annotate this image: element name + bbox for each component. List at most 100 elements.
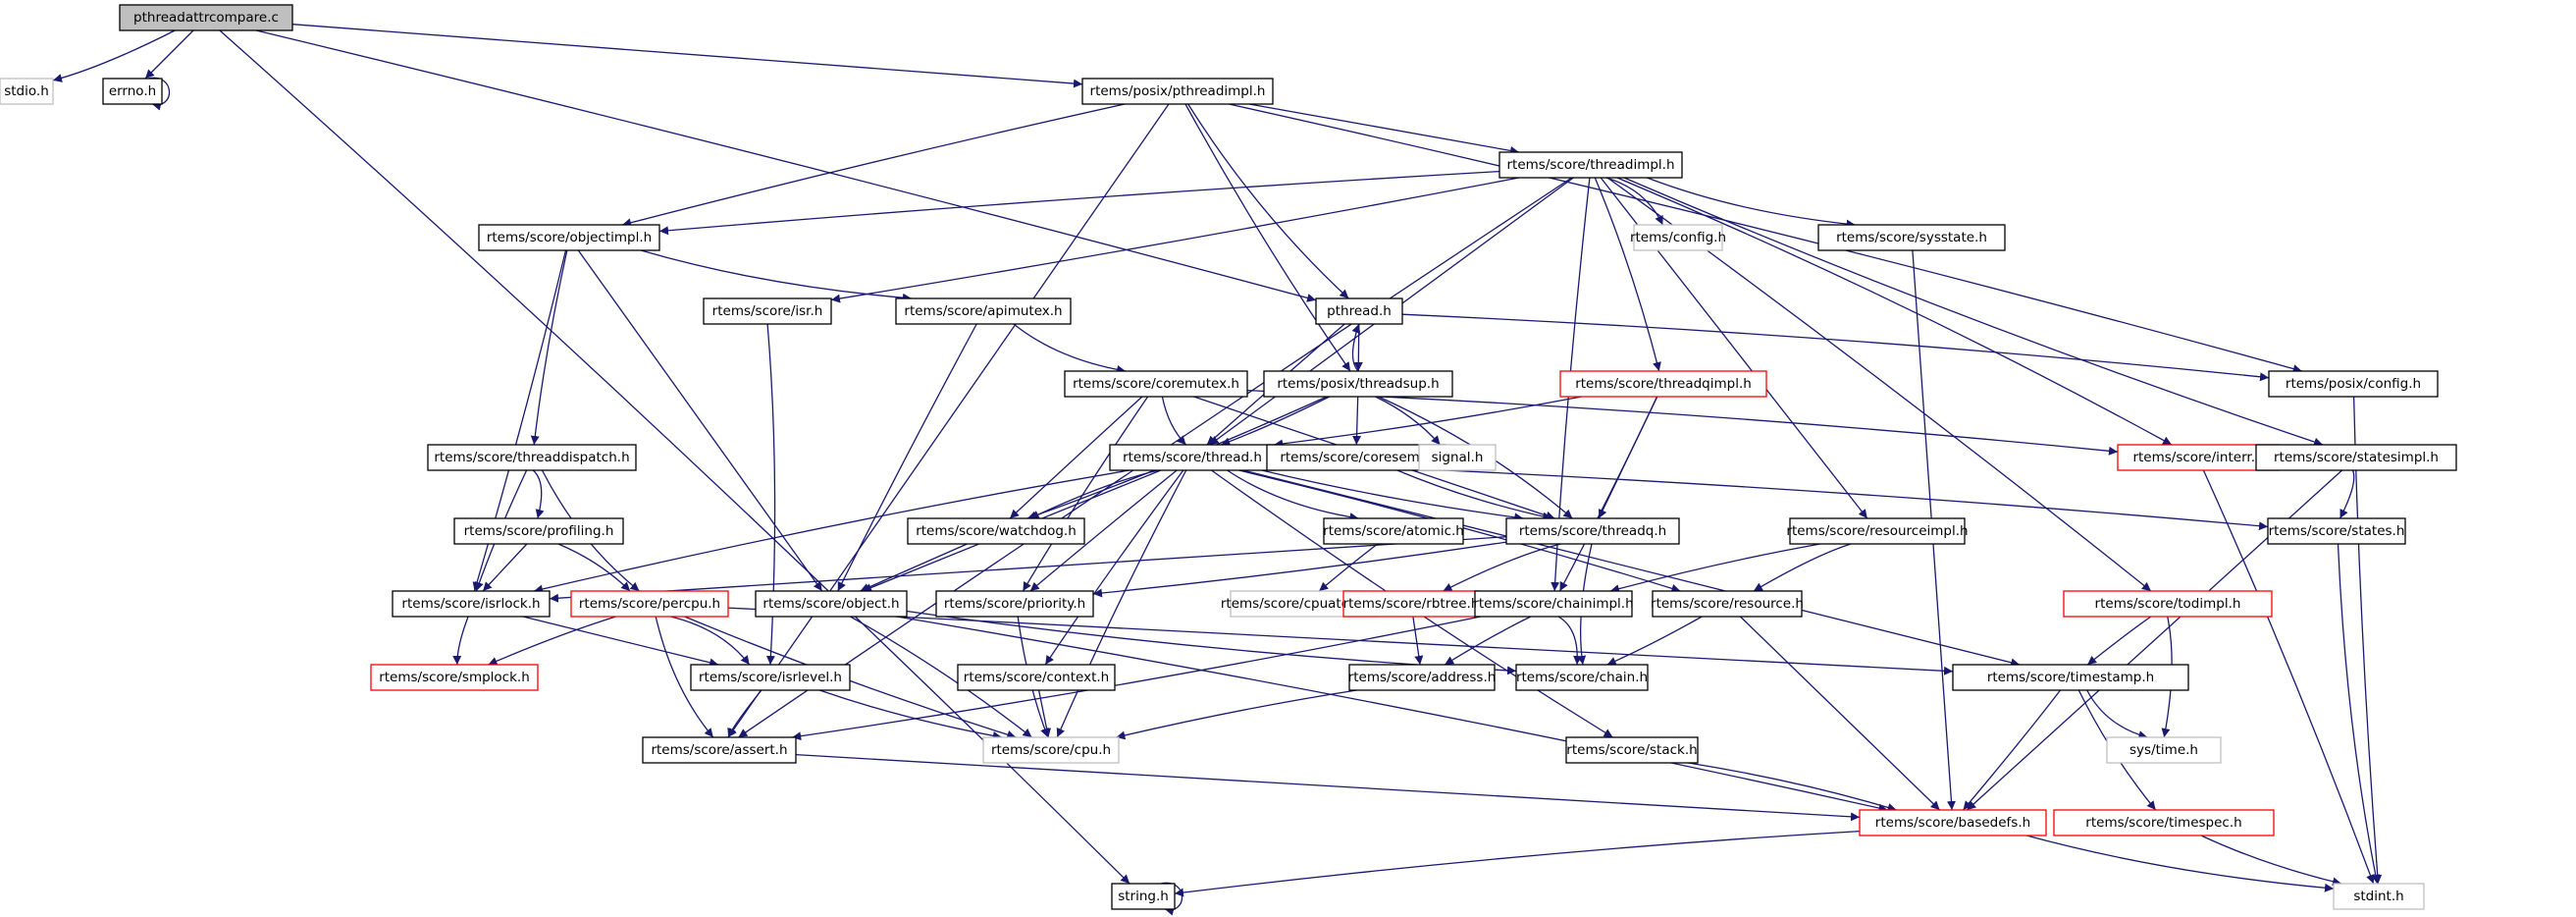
node-chain[interactable]: rtems/score/chain.h xyxy=(1515,664,1649,691)
node-errno[interactable]: errno.h xyxy=(102,78,163,105)
node-profiling[interactable]: rtems/score/profiling.h xyxy=(453,517,624,545)
edge-threadq-to-priority xyxy=(1092,541,1507,598)
node-threadqimpl[interactable]: rtems/score/threadqimpl.h xyxy=(1559,370,1767,398)
node-label: rtems/score/objectimpl.h xyxy=(487,230,652,245)
edge-resource-to-basedefs xyxy=(1739,616,1941,811)
node-label: rtems/score/isrlock.h xyxy=(401,596,540,612)
node-label: rtems/score/basedefs.h xyxy=(1875,815,2030,831)
node-box xyxy=(2267,517,2406,545)
node-root[interactable]: pthreadattrcompare.c xyxy=(119,4,293,31)
node-label: rtems/score/states.h xyxy=(2269,523,2405,539)
node-box xyxy=(2117,444,2280,471)
node-box xyxy=(1342,590,1480,618)
edge-chainimpl-to-chain xyxy=(1557,616,1583,666)
edge-chainimpl-to-address xyxy=(1444,616,1532,666)
node-object[interactable]: rtems/score/object.h xyxy=(755,590,908,618)
node-isrlock[interactable]: rtems/score/isrlock.h xyxy=(392,590,551,618)
edge-todimpl-to-timestamp xyxy=(2086,616,2152,666)
node-pconfig[interactable]: rtems/posix/config.h xyxy=(2268,370,2439,398)
node-stack[interactable]: rtems/score/stack.h xyxy=(1565,736,1699,764)
edge-address-to-cpu xyxy=(1116,689,1357,740)
edge-timestamp-to-systime xyxy=(2086,689,2148,739)
node-threadimpl[interactable]: rtems/score/threadimpl.h xyxy=(1498,151,1683,179)
edge-thread-to-priority xyxy=(1029,469,1178,592)
node-box xyxy=(1474,590,1633,618)
node-label: rtems/score/atomic.h xyxy=(1323,523,1464,539)
node-box xyxy=(2333,883,2425,910)
node-address[interactable]: rtems/score/address.h xyxy=(1348,664,1497,691)
node-smplock[interactable]: rtems/score/smplock.h xyxy=(370,664,539,691)
node-isr[interactable]: rtems/score/isr.h xyxy=(703,297,832,325)
edge-objectimpl-to-threaddispatch xyxy=(530,249,568,446)
node-box xyxy=(570,590,729,618)
edge-root-to-errno xyxy=(144,29,194,80)
node-threadq[interactable]: rtems/score/threadq.h xyxy=(1505,517,1680,545)
edge-timespec-to-stdint xyxy=(2200,835,2342,887)
edge-context-to-cpu xyxy=(1037,689,1052,738)
node-systime: sys/time.h xyxy=(2106,736,2222,764)
edge-chainimpl-to-assert xyxy=(792,616,1481,741)
node-priority[interactable]: rtems/score/priority.h xyxy=(935,590,1094,618)
node-signal: signal.h xyxy=(1418,444,1497,471)
node-box xyxy=(1315,297,1403,325)
node-box xyxy=(119,4,293,31)
edge-pthreadimpl-to-pconfig xyxy=(1229,103,2302,373)
node-todimpl[interactable]: rtems/score/todimpl.h xyxy=(2063,590,2273,618)
node-threaddispatch[interactable]: rtems/score/threaddispatch.h xyxy=(427,444,637,471)
node-assert[interactable]: rtems/score/assert.h xyxy=(642,736,797,764)
node-percpu[interactable]: rtems/score/percpu.h xyxy=(570,590,729,618)
node-label: rtems/score/percpu.h xyxy=(579,596,720,612)
edge-profiling-to-percpu xyxy=(557,543,631,592)
node-pthreadimpl[interactable]: rtems/posix/pthreadimpl.h xyxy=(1081,78,1274,105)
node-coresem[interactable]: rtems/score/coresem.h xyxy=(1266,444,1446,471)
node-box xyxy=(1498,151,1683,179)
node-statesimpl[interactable]: rtems/score/statesimpl.h xyxy=(2255,444,2457,471)
node-thread[interactable]: rtems/score/thread.h xyxy=(1109,444,1276,471)
edge-percpu-to-isrlevel xyxy=(670,616,751,666)
node-coremutex[interactable]: rtems/score/coremutex.h xyxy=(1064,370,1248,398)
node-sysstate[interactable]: rtems/score/sysstate.h xyxy=(1817,224,2006,251)
edge-threadimpl-to-interr xyxy=(1616,177,2173,446)
edge-object-to-chain xyxy=(906,610,1517,675)
node-label: rtems/score/watchdog.h xyxy=(916,523,1077,539)
edge-threadqimpl-to-chainimpl xyxy=(1558,396,1658,592)
node-resourceimpl[interactable]: rtems/score/resourceimpl.h xyxy=(1786,517,1969,545)
node-label: rtems/score/threadq.h xyxy=(1519,523,1666,539)
node-label: rtems/score/object.h xyxy=(762,596,899,612)
node-box xyxy=(1789,517,1966,545)
node-apimutex[interactable]: rtems/score/apimutex.h xyxy=(895,297,1072,325)
node-box xyxy=(1859,809,2047,836)
edge-coremutex-to-priority xyxy=(1022,396,1149,592)
node-label: stdint.h xyxy=(2353,889,2403,904)
node-label: rtems/score/threadimpl.h xyxy=(1506,157,1674,173)
node-context[interactable]: rtems/score/context.h xyxy=(957,664,1116,691)
edge-threadimpl-to-rconfig xyxy=(1605,177,1663,226)
node-label: rtems/score/threaddispatch.h xyxy=(434,450,629,465)
node-label: rtems/score/cpu.h xyxy=(991,742,1111,758)
node-timestamp[interactable]: rtems/score/timestamp.h xyxy=(1952,664,2189,691)
node-isrlevel[interactable]: rtems/score/isrlevel.h xyxy=(690,664,851,691)
node-states[interactable]: rtems/score/states.h xyxy=(2267,517,2406,545)
node-chainimpl[interactable]: rtems/score/chainimpl.h xyxy=(1473,590,1634,618)
node-box xyxy=(642,736,797,764)
edge-isrlevel-to-assert xyxy=(727,689,762,738)
node-timespec[interactable]: rtems/score/timespec.h xyxy=(2053,809,2275,836)
edge-root-to-stdio xyxy=(52,29,176,82)
node-watchdog[interactable]: rtems/score/watchdog.h xyxy=(907,517,1085,545)
node-resource[interactable]: rtems/score/resource.h xyxy=(1651,590,1804,618)
node-interr[interactable]: rtems/score/interr.h xyxy=(2117,444,2280,471)
node-box xyxy=(370,664,539,691)
node-label: rtems/score/todimpl.h xyxy=(2095,596,2241,612)
edge-object-to-basedefs xyxy=(896,616,1888,813)
node-label: signal.h xyxy=(1432,450,1484,465)
edge-coresem-to-threadq xyxy=(1396,469,1552,521)
node-atomic[interactable]: rtems/score/atomic.h xyxy=(1323,517,1464,545)
node-pthread[interactable]: pthread.h xyxy=(1315,297,1403,325)
node-threadsup[interactable]: rtems/posix/threadsup.h xyxy=(1263,370,1453,398)
node-string[interactable]: string.h xyxy=(1111,883,1176,910)
node-basedefs[interactable]: rtems/score/basedefs.h xyxy=(1859,809,2047,836)
node-label: rtems/score/apimutex.h xyxy=(904,303,1062,319)
node-objectimpl[interactable]: rtems/score/objectimpl.h xyxy=(478,224,660,251)
node-rbtree[interactable]: rtems/score/rbtree.h xyxy=(1342,590,1480,618)
